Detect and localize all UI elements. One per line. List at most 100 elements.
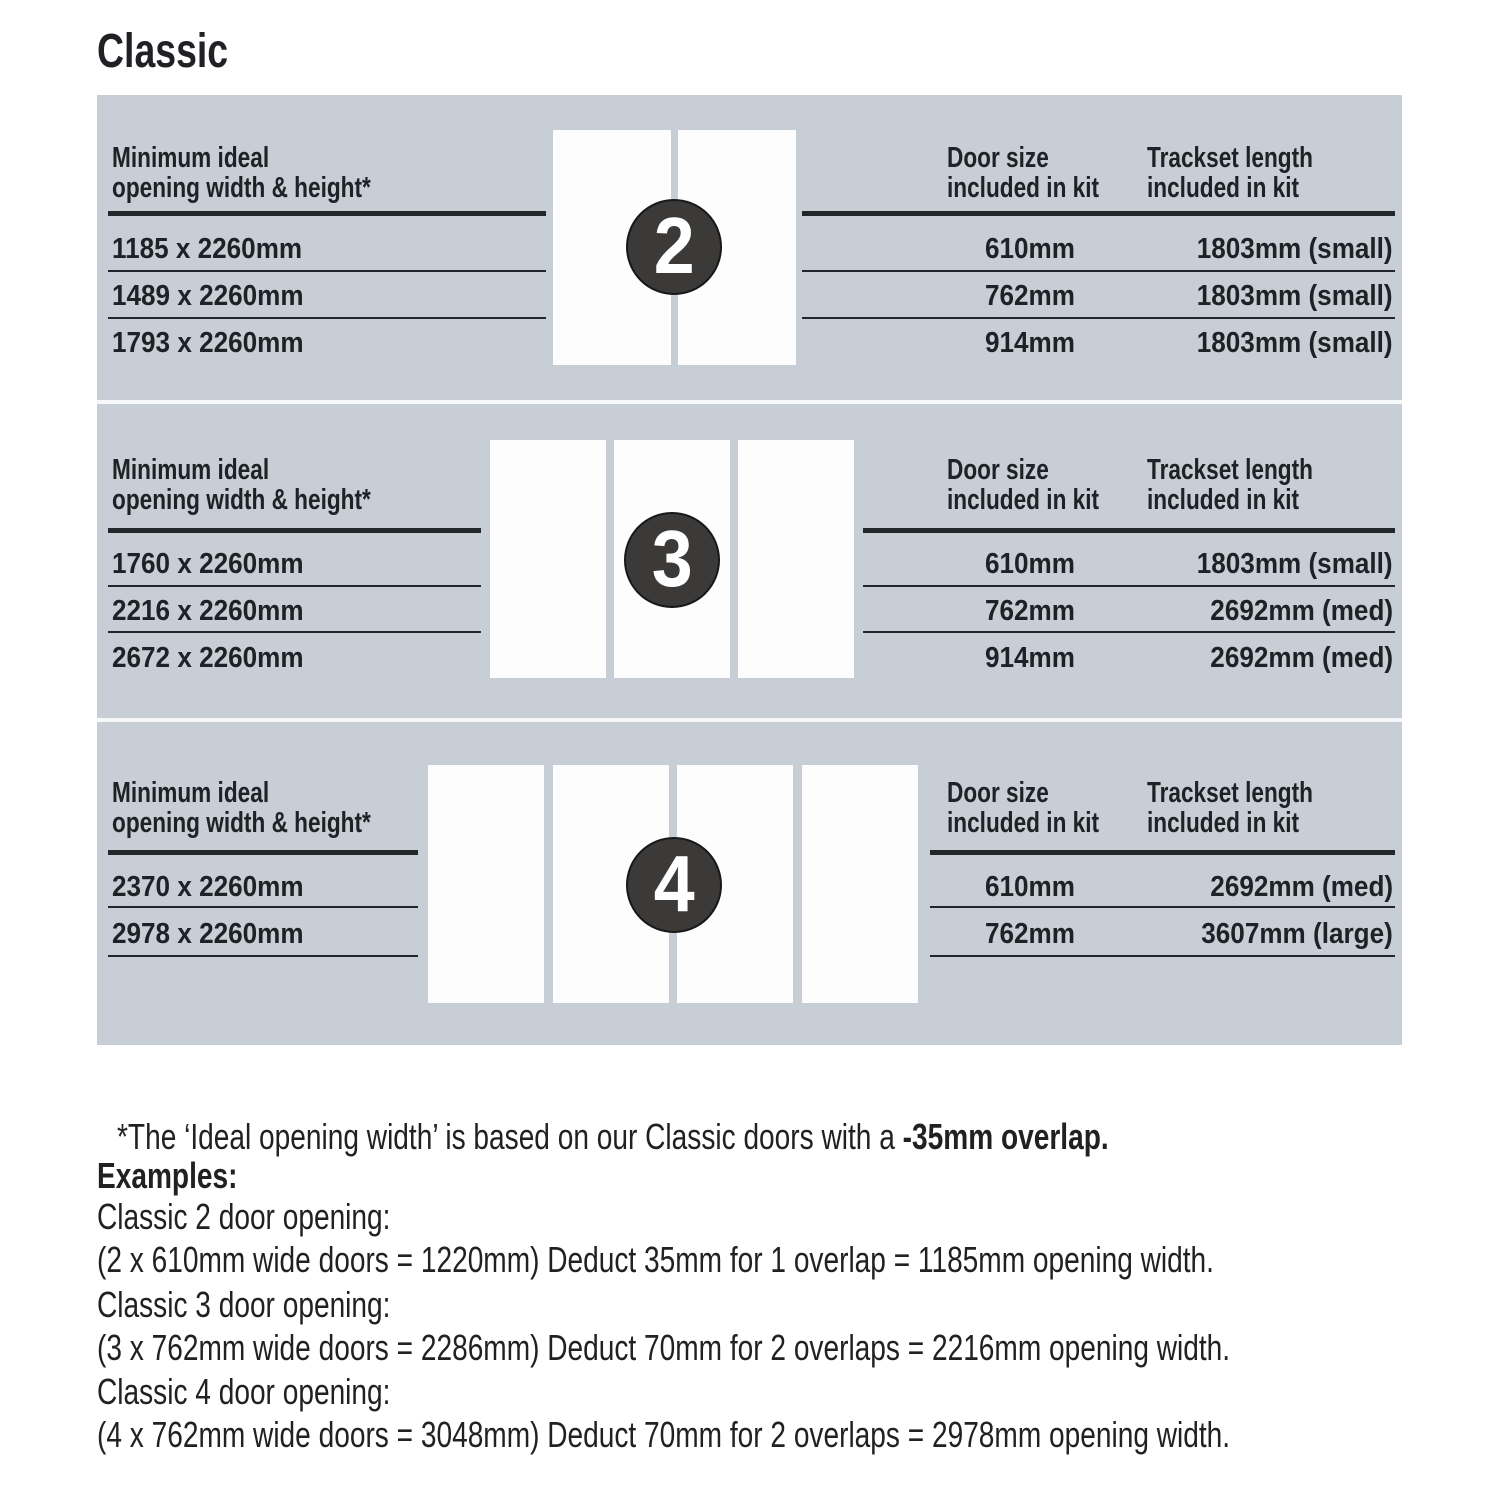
table-row: 2672 x 2260mm <box>108 633 481 680</box>
table-row: 1793 x 2260mm <box>108 319 546 366</box>
trackset-value: 2692mm (med) <box>1210 871 1393 903</box>
opening-size-header: Minimum ideal opening width & height* <box>112 143 444 203</box>
table-row: 610mm 2692mm (med) <box>930 855 1395 908</box>
opening-size-rows: 1185 x 2260mm 1489 x 2260mm 1793 x 2260m… <box>108 211 546 366</box>
table-row: 1489 x 2260mm <box>108 272 546 319</box>
door-count-badge: 2 <box>626 199 722 295</box>
door-count: 3 <box>651 514 693 603</box>
table-row: 610mm 1803mm (small) <box>802 216 1395 272</box>
footnote-text: *The ‘Ideal opening width’ is based on o… <box>117 1116 903 1157</box>
door-size-value: 610mm <box>985 871 1075 903</box>
header-line: Door size <box>947 454 1049 486</box>
opening-value: 1185 x 2260mm <box>112 233 303 265</box>
door-size-value: 610mm <box>985 233 1075 265</box>
door-count: 4 <box>653 839 695 928</box>
header-line: included in kit <box>947 172 1100 204</box>
kit-section-3-door: Minimum ideal opening width & height* 17… <box>97 404 1402 718</box>
door-size-header: Door size included in kit <box>947 778 1142 838</box>
header-line: included in kit <box>1147 172 1300 204</box>
example-line: (2 x 610mm wide doors = 1220mm) Deduct 3… <box>97 1239 1214 1280</box>
header-line: included in kit <box>1147 484 1300 516</box>
door-count-badge: 3 <box>624 512 720 608</box>
opening-size-rows: 2370 x 2260mm 2978 x 2260mm <box>108 850 418 957</box>
opening-value: 1793 x 2260mm <box>112 327 304 359</box>
examples-heading: Examples: <box>97 1155 238 1196</box>
table-row: 762mm 3607mm (large) <box>930 908 1395 957</box>
example-line: (4 x 762mm wide doors = 3048mm) Deduct 7… <box>97 1414 1231 1455</box>
trackset-length-header: Trackset length included in kit <box>1147 778 1360 838</box>
opening-value: 2978 x 2260mm <box>112 918 304 950</box>
opening-size-header: Minimum ideal opening width & height* <box>112 778 444 838</box>
section-divider <box>97 718 1402 722</box>
table-row: 2370 x 2260mm <box>108 855 418 908</box>
door-panel <box>738 440 854 678</box>
door-count: 2 <box>653 201 695 290</box>
header-line: Trackset length <box>1147 454 1313 486</box>
kit-section-4-door: Minimum ideal opening width & height* 23… <box>97 722 1402 1045</box>
trackset-length-header: Trackset length included in kit <box>1147 143 1360 203</box>
trackset-value: 1803mm (small) <box>1197 280 1393 312</box>
header-line: included in kit <box>947 807 1100 839</box>
door-size-value: 914mm <box>985 327 1075 359</box>
header-line: included in kit <box>947 484 1100 516</box>
opening-value: 2216 x 2260mm <box>112 595 304 627</box>
trackset-value: 2692mm (med) <box>1210 642 1393 674</box>
table-row: 2216 x 2260mm <box>108 587 481 633</box>
header-line: Minimum ideal <box>112 454 270 486</box>
footnote-bold-text: -35mm overlap. <box>902 1116 1109 1157</box>
header-line: Minimum ideal <box>112 142 270 174</box>
door-panel <box>428 765 544 1003</box>
trackset-value: 1803mm (small) <box>1197 548 1393 580</box>
kit-contents-rows: 610mm 1803mm (small) 762mm 2692mm (med) … <box>863 528 1395 680</box>
door-size-value: 762mm <box>985 918 1075 950</box>
door-size-value: 762mm <box>985 595 1075 627</box>
header-line: included in kit <box>1147 807 1300 839</box>
opening-size-header: Minimum ideal opening width & height* <box>112 455 444 515</box>
trackset-value: 2692mm (med) <box>1210 595 1393 627</box>
example-line: Classic 3 door opening: <box>97 1284 391 1325</box>
opening-value: 1489 x 2260mm <box>112 280 304 312</box>
table-row: 610mm 1803mm (small) <box>863 533 1395 587</box>
opening-value: 1760 x 2260mm <box>112 548 304 580</box>
kit-contents-rows: 610mm 2692mm (med) 762mm 3607mm (large) <box>930 850 1395 957</box>
header-line: opening width & height* <box>112 484 371 516</box>
table-row: 1760 x 2260mm <box>108 533 481 587</box>
example-line: Classic 4 door opening: <box>97 1371 391 1412</box>
opening-size-rows: 1760 x 2260mm 2216 x 2260mm 2672 x 2260m… <box>108 528 481 680</box>
kit-contents-rows: 610mm 1803mm (small) 762mm 1803mm (small… <box>802 211 1395 366</box>
trackset-value: 1803mm (small) <box>1197 327 1393 359</box>
door-size-header: Door size included in kit <box>947 143 1142 203</box>
header-line: Minimum ideal <box>112 777 270 809</box>
opening-value: 2370 x 2260mm <box>112 871 304 903</box>
trackset-value: 3607mm (large) <box>1201 918 1393 950</box>
door-size-value: 610mm <box>985 548 1075 580</box>
door-size-value: 914mm <box>985 642 1075 674</box>
door-size-header: Door size included in kit <box>947 455 1142 515</box>
trackset-value: 1803mm (small) <box>1197 233 1393 265</box>
footnote: *The ‘Ideal opening width’ is based on o… <box>97 1083 1388 1155</box>
header-line: opening width & height* <box>112 172 371 204</box>
door-size-value: 762mm <box>985 280 1075 312</box>
header-line: Trackset length <box>1147 777 1313 809</box>
table-row: 762mm 2692mm (med) <box>863 587 1395 633</box>
kit-section-2-door: Minimum ideal opening width & height* 11… <box>97 95 1402 400</box>
header-line: opening width & height* <box>112 807 371 839</box>
table-row: 914mm 1803mm (small) <box>802 319 1395 366</box>
section-divider <box>97 400 1402 404</box>
page-title-text: Classic <box>97 25 229 78</box>
door-count-badge: 4 <box>626 837 722 933</box>
header-line: Door size <box>947 777 1049 809</box>
trackset-length-header: Trackset length included in kit <box>1147 455 1360 515</box>
example-line: Classic 2 door opening: <box>97 1196 391 1237</box>
header-line: Door size <box>947 142 1049 174</box>
table-row: 1185 x 2260mm <box>108 216 546 272</box>
table-row: 2978 x 2260mm <box>108 908 418 957</box>
page-title: Classic <box>97 24 265 79</box>
table-row: 914mm 2692mm (med) <box>863 633 1395 680</box>
spec-panel: Minimum ideal opening width & height* 11… <box>97 95 1402 1045</box>
header-line: Trackset length <box>1147 142 1313 174</box>
table-row: 762mm 1803mm (small) <box>802 272 1395 319</box>
example-line: (3 x 762mm wide doors = 2286mm) Deduct 7… <box>97 1327 1231 1368</box>
door-panel <box>490 440 606 678</box>
opening-value: 2672 x 2260mm <box>112 642 304 674</box>
